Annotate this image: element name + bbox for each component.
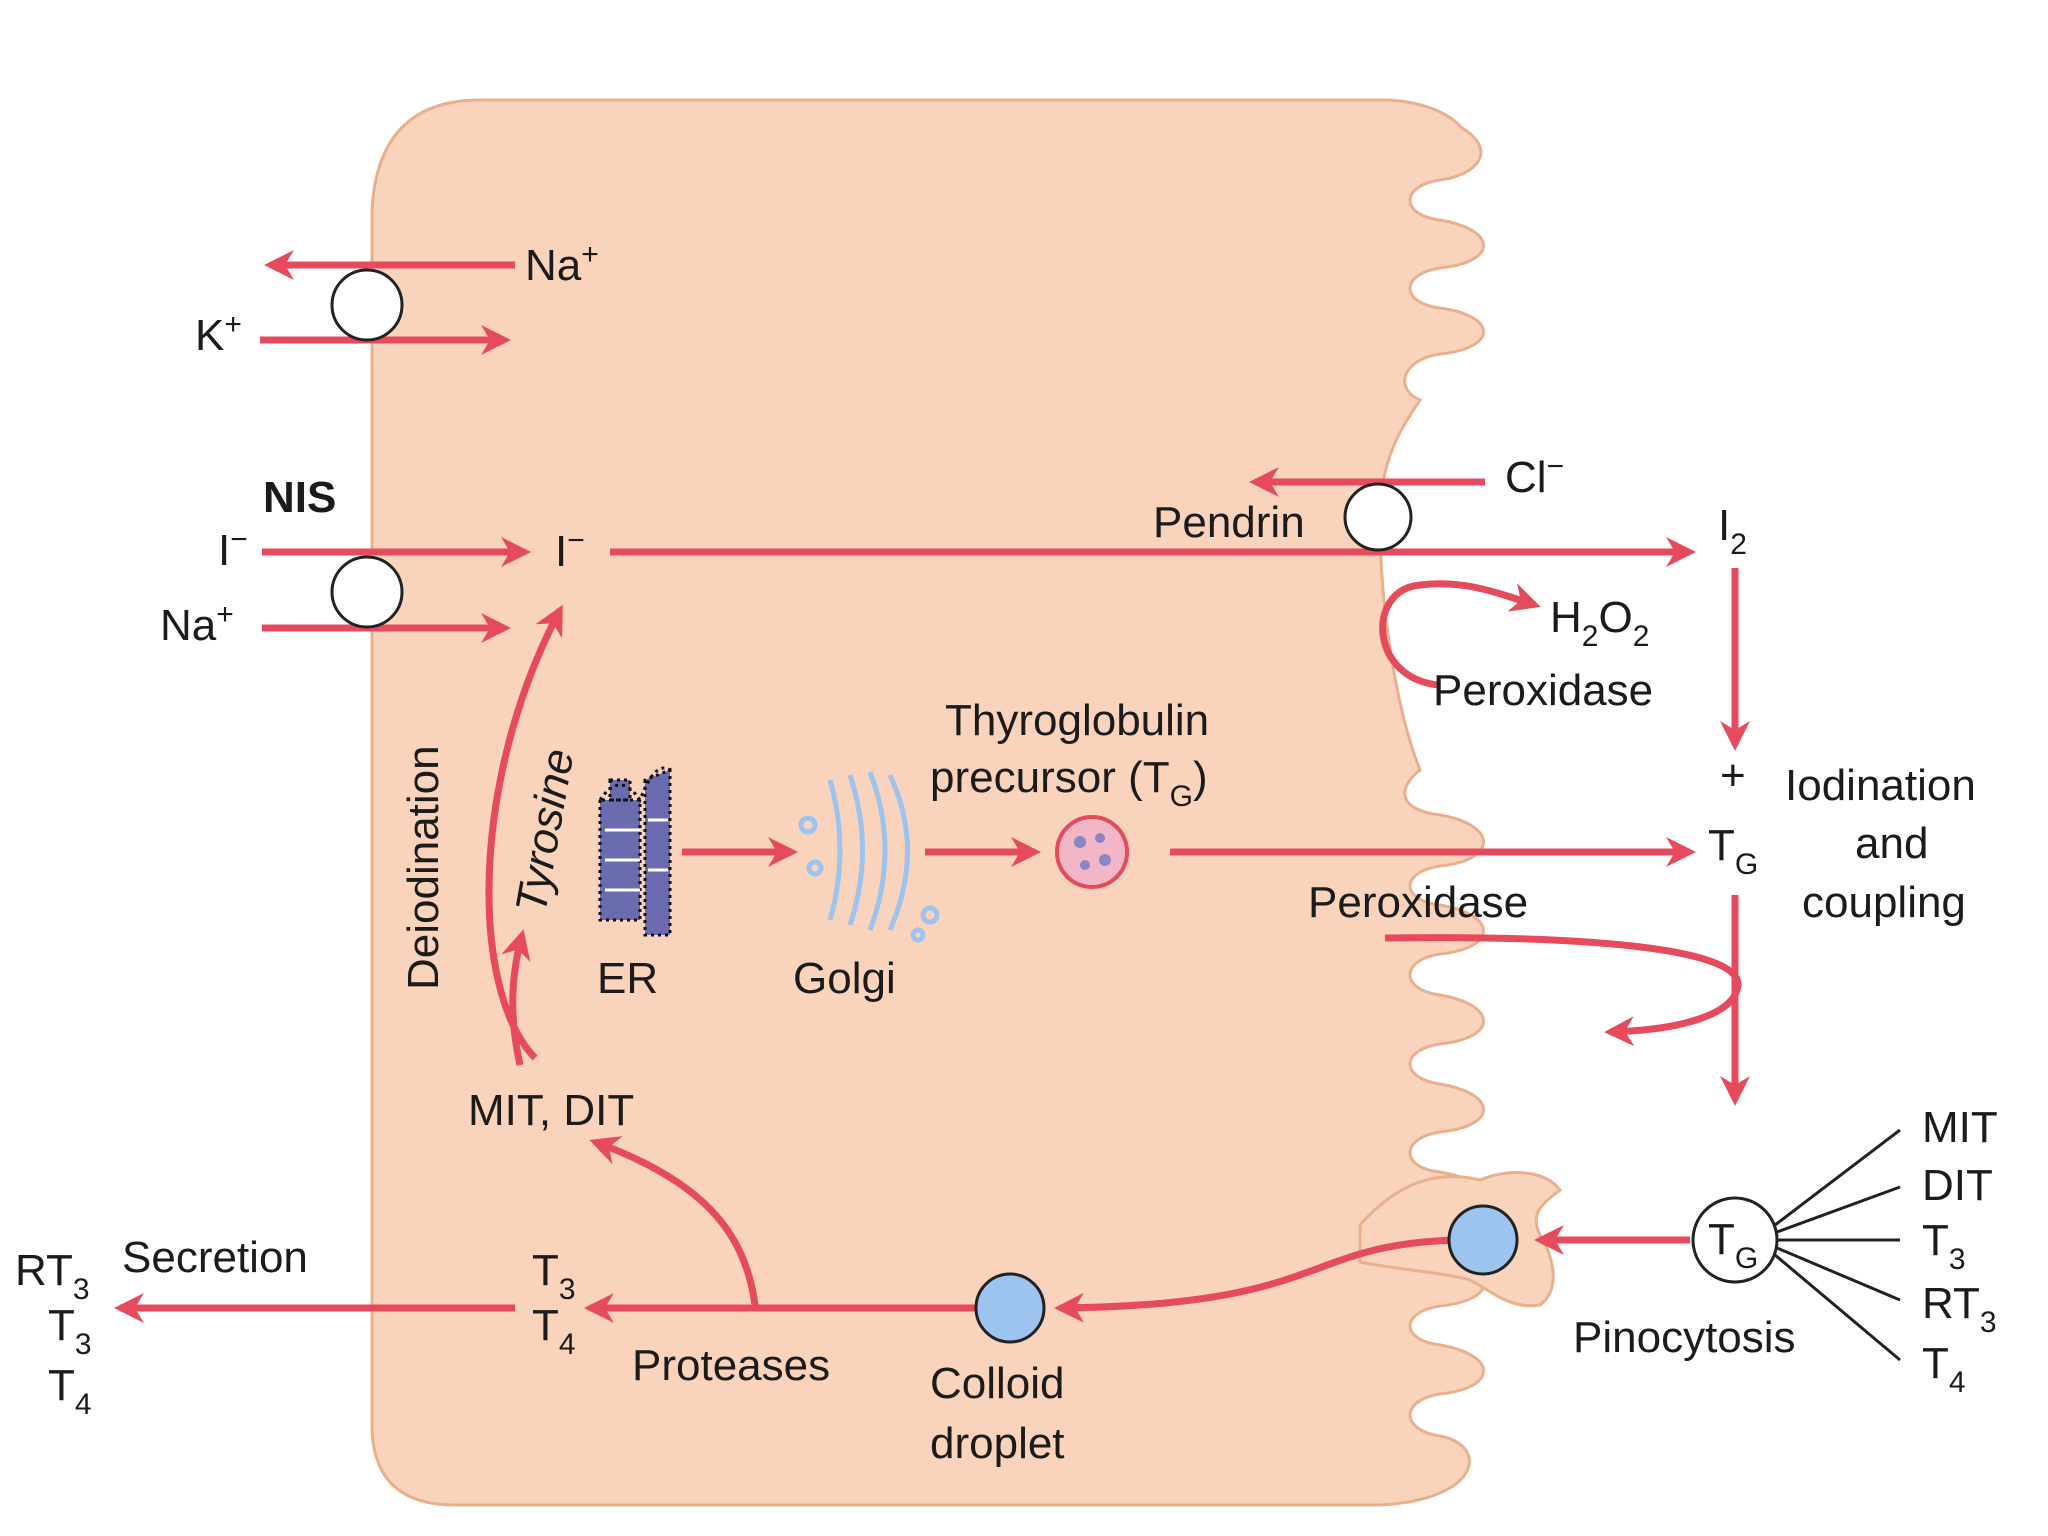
- iodide-left-label: I−: [218, 523, 248, 575]
- colloid-droplet: [974, 1272, 1046, 1344]
- na-bottom-label: Na+: [160, 598, 234, 650]
- peroxidase-top-label: Peroxidase: [1433, 666, 1653, 715]
- proteases-to-mitdit-arrow: [589, 1136, 759, 1306]
- branch-t4-label: T4: [1922, 1339, 1966, 1399]
- branch-mit-label: MIT: [1922, 1103, 1998, 1152]
- iodination-label: Iodination: [1785, 761, 1976, 810]
- tyrosine-arrow: [501, 929, 531, 1066]
- branch-dit-label: DIT: [1922, 1161, 1993, 1210]
- pinocytosis-label: Pinocytosis: [1573, 1313, 1796, 1362]
- k-label: K+: [195, 308, 242, 360]
- t3-intracellular-label: T3: [532, 1246, 576, 1306]
- t4-output-label: T4: [48, 1361, 92, 1421]
- er-organelle: [598, 766, 672, 937]
- plus-sign: +: [1720, 751, 1746, 800]
- na-top-label: Na+: [525, 238, 599, 290]
- peroxidase-recycle-arrow: [1384, 934, 1742, 1047]
- chloride-label: Cl−: [1505, 450, 1564, 502]
- coupling-label: coupling: [1802, 878, 1966, 927]
- deiodination-label: Deiodination: [399, 745, 448, 990]
- pendrin-label: Pendrin: [1153, 498, 1305, 547]
- pinocytosis-to-droplet-arrow: [1054, 1236, 1456, 1323]
- rt3-output-label: RT3: [15, 1246, 90, 1306]
- follicular-cell-body: [370, 98, 1485, 1507]
- thyroglobulin-label: Thyroglobulin: [945, 696, 1209, 745]
- tg-colloid-circle: [1691, 1196, 1779, 1284]
- pendrin-transporter: [1343, 482, 1413, 552]
- h2o2-label: H2O2: [1550, 593, 1649, 653]
- proteases-label: Proteases: [632, 1341, 830, 1390]
- droplet-label: droplet: [930, 1419, 1065, 1468]
- nis-transporter: [330, 555, 404, 629]
- secretion-label: Secretion: [122, 1233, 308, 1282]
- mit-dit-label: MIT, DIT: [468, 1086, 634, 1135]
- peroxidase-mid-label: Peroxidase: [1308, 878, 1528, 927]
- t3-output-label: T3: [48, 1301, 92, 1361]
- na-k-pump: [330, 268, 404, 342]
- peroxidase-h2o2-arrow: [1379, 580, 1541, 689]
- endocytic-vesicle: [1447, 1204, 1519, 1276]
- branch-t3-label: T3: [1922, 1216, 1966, 1276]
- t4-intracellular-label: T4: [532, 1301, 576, 1361]
- i2-label: I2: [1718, 501, 1747, 561]
- and-label: and: [1855, 819, 1928, 868]
- colloid-label: Colloid: [930, 1359, 1065, 1408]
- tg-colloid-label: TG: [1708, 1215, 1758, 1275]
- er-label: ER: [597, 954, 658, 1003]
- precursor-label: precursor (TG): [930, 753, 1208, 813]
- golgi-label: Golgi: [793, 954, 896, 1003]
- tg-branch-lines: [1774, 1128, 1901, 1362]
- branch-rt3-label: RT3: [1922, 1279, 1997, 1339]
- thyroglobulin-vesicle: [1055, 815, 1129, 889]
- nis-label: NIS: [263, 473, 336, 522]
- tg-apical-label: TG: [1708, 821, 1758, 881]
- iodide-intracellular-label: I−: [555, 524, 585, 576]
- golgi-organelle: [798, 771, 940, 943]
